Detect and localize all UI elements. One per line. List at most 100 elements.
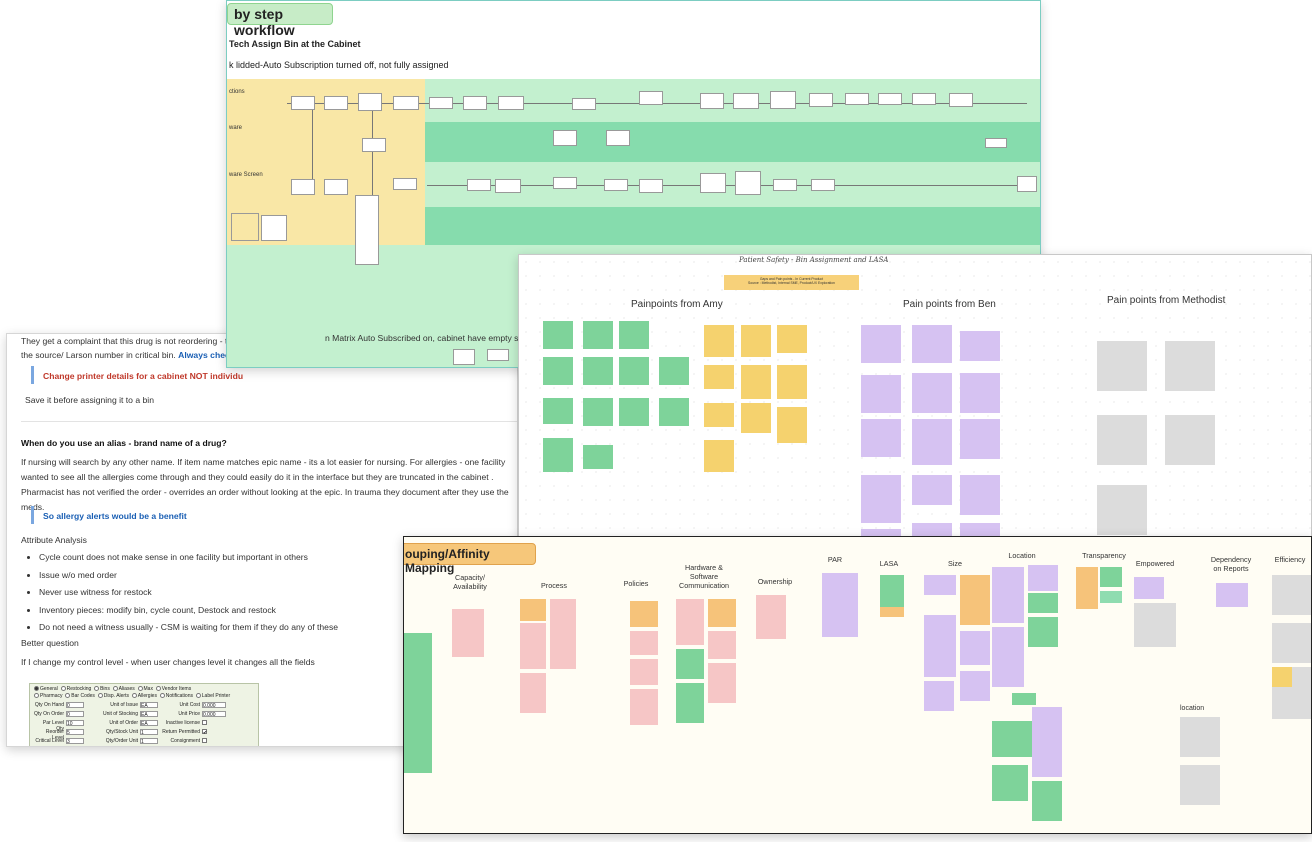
par-level-input[interactable]: 10 (66, 720, 84, 727)
flow-node[interactable] (291, 179, 315, 195)
sticky-note[interactable] (659, 398, 689, 426)
qty-order-unit-input[interactable]: 1 (140, 738, 158, 745)
sticky-note[interactable] (1032, 781, 1062, 821)
sticky-note[interactable] (550, 599, 576, 669)
consignment-checkbox[interactable] (202, 738, 207, 743)
flow-node[interactable] (362, 138, 386, 152)
sticky-note[interactable] (861, 475, 901, 523)
tab-bar-codes[interactable]: Bar Codes (65, 693, 95, 699)
sticky-note[interactable] (630, 601, 658, 627)
flow-node[interactable] (291, 96, 315, 110)
sticky-note[interactable] (619, 321, 649, 349)
flow-node[interactable] (453, 349, 475, 365)
flow-node[interactable] (393, 178, 417, 190)
sticky-note[interactable] (880, 607, 904, 617)
return-permitted-checkbox[interactable]: ✔ (202, 729, 208, 736)
sticky-note[interactable] (960, 575, 990, 625)
sticky-note[interactable] (708, 631, 736, 659)
tab-restocking[interactable]: Restocking (60, 686, 91, 692)
sticky-note[interactable] (1028, 617, 1058, 647)
flow-node[interactable] (261, 215, 287, 241)
flow-node[interactable] (393, 96, 419, 110)
sticky-note[interactable] (1097, 415, 1147, 465)
unit-of-issue-select[interactable]: EA (140, 702, 158, 709)
sticky-note[interactable] (822, 573, 858, 637)
flow-node[interactable] (773, 179, 797, 191)
flow-node[interactable] (639, 179, 663, 193)
flow-node[interactable] (463, 96, 487, 110)
sticky-note[interactable] (960, 373, 1000, 413)
flow-node[interactable] (231, 213, 259, 241)
flow-node[interactable] (733, 93, 759, 109)
sticky-note[interactable] (912, 373, 952, 413)
flow-node[interactable] (324, 179, 348, 195)
sticky-note[interactable] (912, 475, 952, 505)
flow-node[interactable] (358, 93, 382, 111)
flow-node[interactable] (811, 179, 835, 191)
sticky-note[interactable] (960, 419, 1000, 459)
tab-max[interactable]: Max (137, 686, 153, 692)
tab-disp-alerts[interactable]: Disp. Alerts (97, 693, 129, 699)
tab-pharmacy[interactable]: Pharmacy (34, 693, 63, 699)
sticky-note[interactable] (704, 365, 734, 389)
tab-vendor-items[interactable]: Vendor Items (155, 686, 191, 692)
sticky-note[interactable] (1028, 593, 1058, 613)
sticky-note[interactable] (924, 615, 956, 677)
sticky-note[interactable] (630, 689, 658, 725)
sticky-note[interactable] (924, 681, 954, 711)
sticky-note[interactable] (1134, 603, 1176, 647)
sticky-note[interactable] (520, 599, 546, 621)
flow-node[interactable] (700, 93, 724, 109)
flow-node[interactable] (604, 179, 628, 191)
flow-node[interactable] (487, 349, 509, 361)
sticky-note[interactable] (741, 325, 771, 357)
sticky-note[interactable] (520, 673, 546, 713)
critical-level-input[interactable]: 3 (66, 738, 84, 745)
sticky-note[interactable] (1100, 567, 1122, 587)
sticky-note[interactable] (708, 663, 736, 703)
sticky-note[interactable] (619, 398, 649, 426)
flow-node[interactable] (912, 93, 936, 105)
sticky-note[interactable] (630, 631, 658, 655)
flow-node[interactable] (553, 177, 577, 189)
sticky-note[interactable] (777, 365, 807, 399)
sticky-note[interactable] (1076, 567, 1098, 609)
qty-stock-unit-input[interactable]: 1 (140, 729, 158, 736)
flow-node[interactable] (429, 97, 453, 109)
sticky-note[interactable] (756, 595, 786, 639)
sticky-note[interactable] (452, 609, 484, 657)
sticky-note[interactable] (880, 575, 904, 607)
flow-node[interactable] (949, 93, 973, 107)
sticky-note[interactable] (520, 623, 546, 669)
sticky-note[interactable] (704, 325, 734, 357)
sticky-note[interactable] (1180, 717, 1220, 757)
flow-node[interactable] (1017, 176, 1037, 192)
sticky-note[interactable] (1165, 341, 1215, 391)
flow-node[interactable] (985, 138, 1007, 148)
sticky-note[interactable] (992, 721, 1032, 757)
flow-node[interactable] (845, 93, 869, 105)
sticky-note[interactable] (676, 599, 704, 645)
flow-node[interactable] (355, 195, 379, 265)
flow-node[interactable] (495, 179, 521, 193)
sticky-note[interactable] (861, 325, 901, 363)
tab-bins[interactable]: Bins (94, 686, 110, 692)
flow-node[interactable] (572, 98, 596, 110)
sticky-note[interactable] (861, 419, 901, 457)
sticky-note[interactable] (960, 331, 1000, 361)
sticky-note[interactable] (619, 357, 649, 385)
sticky-note[interactable] (704, 403, 734, 427)
sticky-note[interactable] (1272, 667, 1292, 687)
sticky-note[interactable] (1272, 623, 1311, 663)
sticky-note[interactable] (1028, 565, 1058, 591)
sticky-note[interactable] (543, 398, 573, 424)
flow-node[interactable] (498, 96, 524, 110)
sticky-note[interactable] (583, 445, 613, 469)
reorder-level-input[interactable]: 5 (66, 729, 84, 736)
sticky-note[interactable] (676, 649, 704, 679)
sticky-note[interactable] (1272, 575, 1311, 615)
tab-aliases[interactable]: Aliases (112, 686, 135, 692)
flow-node[interactable] (639, 91, 663, 105)
sticky-note[interactable] (1032, 707, 1062, 777)
sticky-note[interactable] (1097, 485, 1147, 535)
